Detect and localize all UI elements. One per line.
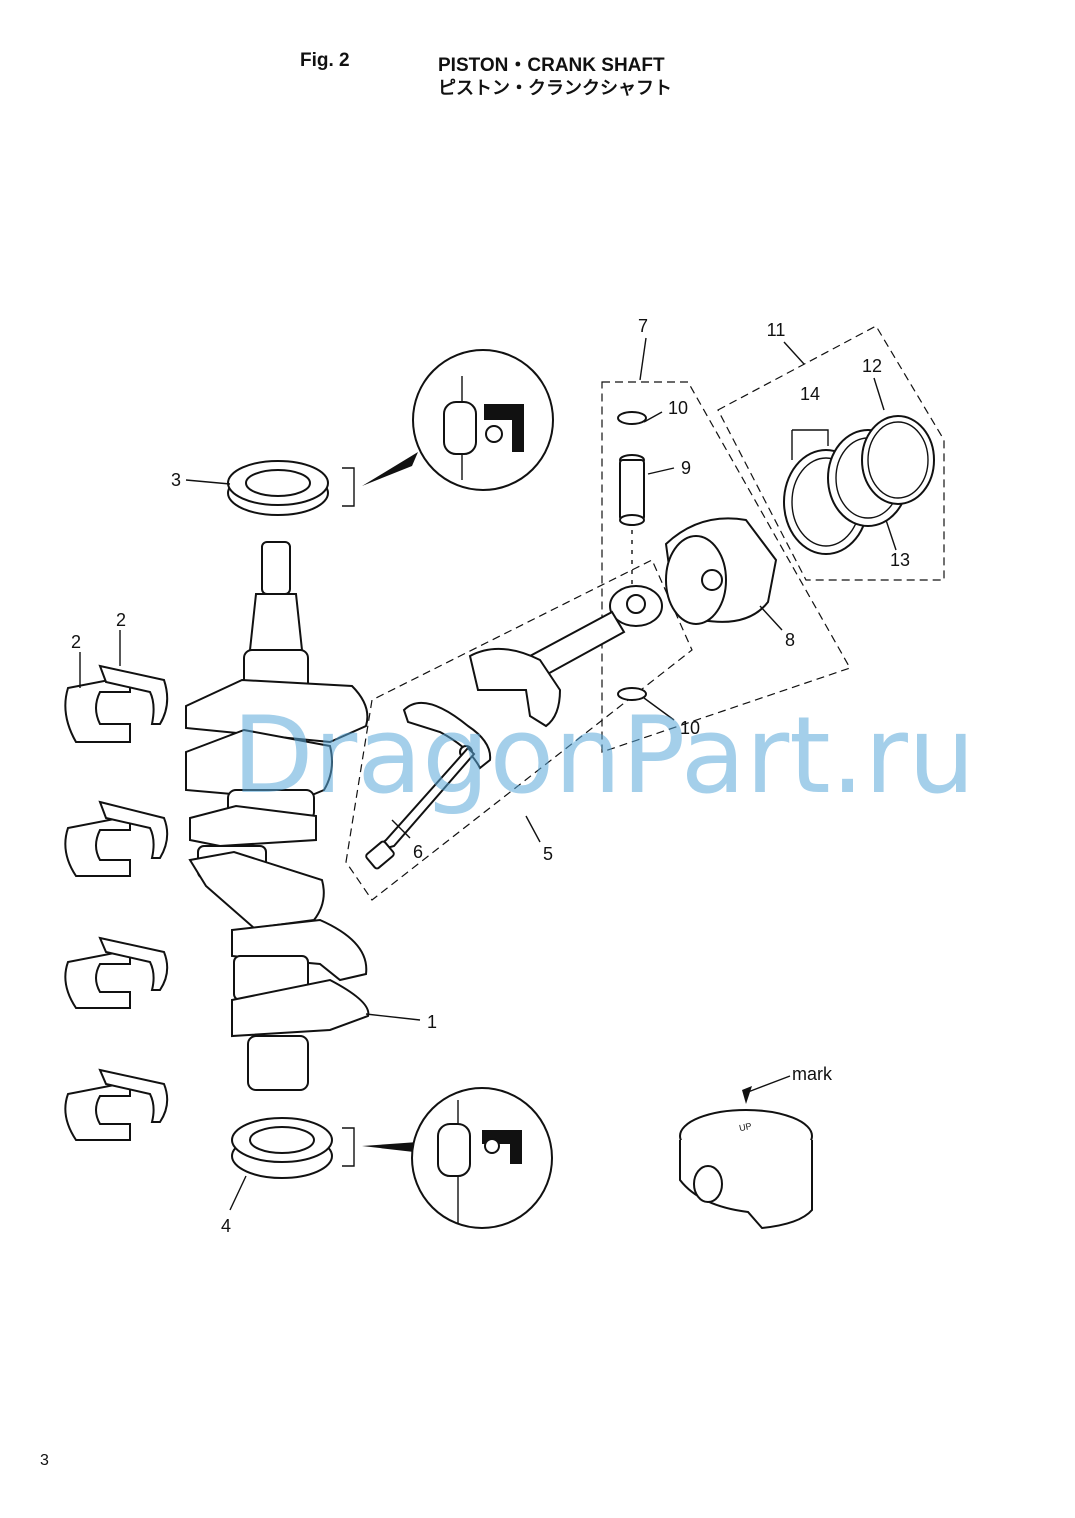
bearing-shell-2-d <box>64 1068 169 1141</box>
bearing-shell-2-b <box>64 800 169 877</box>
page-title-japanese: ピストン・クランクシャフト <box>438 78 672 99</box>
piston-pin-9 <box>619 454 645 526</box>
callout-10-bottom: 10 <box>680 718 700 738</box>
callout-7: 7 <box>638 316 648 336</box>
bearing-shell-2-c <box>64 936 169 1009</box>
piston-ring-set <box>783 415 935 555</box>
callout-10-top: 10 <box>668 398 688 418</box>
up-label: UP <box>738 1121 752 1133</box>
callout-4: 4 <box>221 1216 231 1236</box>
callout-2b: 2 <box>116 610 126 630</box>
page-number: 3 <box>40 1452 49 1469</box>
rod-bolt-6 <box>365 746 476 870</box>
group-box-11 <box>717 325 945 581</box>
pointer-3 <box>362 452 418 486</box>
mark-label: mark <box>792 1064 833 1084</box>
bearing-shell-2-a <box>64 664 169 743</box>
page-title: PISTON・CRANK SHAFT <box>438 55 665 76</box>
callout-6: 6 <box>413 842 423 862</box>
figure-label: Fig. 2 <box>300 50 350 71</box>
callout-1: 1 <box>427 1012 437 1032</box>
callout-12: 12 <box>862 356 882 376</box>
callout-14: 14 <box>800 384 820 404</box>
oil-seal-3 <box>227 460 329 516</box>
callout-11: 11 <box>767 320 786 340</box>
mark-leader <box>747 1075 791 1093</box>
connecting-rod-5 <box>468 585 663 728</box>
bracket-4 <box>342 1127 355 1167</box>
oil-seal-4 <box>231 1117 333 1179</box>
callout-5: 5 <box>543 844 553 864</box>
piston-8 <box>664 517 778 625</box>
circlip-10-top <box>617 411 647 425</box>
circlip-10-bottom <box>617 687 647 701</box>
crankshaft-1 <box>185 541 370 1091</box>
callout-8: 8 <box>785 630 795 650</box>
watermark: DragonPart.ru <box>232 694 975 817</box>
callout-3: 3 <box>171 470 181 490</box>
callout-13: 13 <box>890 550 910 570</box>
piston-mark-detail <box>679 1109 813 1230</box>
mark-arrow <box>742 1086 752 1104</box>
detail-circle-seal-4 <box>411 1087 553 1229</box>
bracket-3 <box>342 467 355 507</box>
callout-2a: 2 <box>71 632 81 652</box>
leader-lines <box>79 337 897 1211</box>
detail-circle-seal-3 <box>412 349 554 491</box>
pointer-4 <box>362 1142 418 1152</box>
callout-9: 9 <box>681 458 691 478</box>
